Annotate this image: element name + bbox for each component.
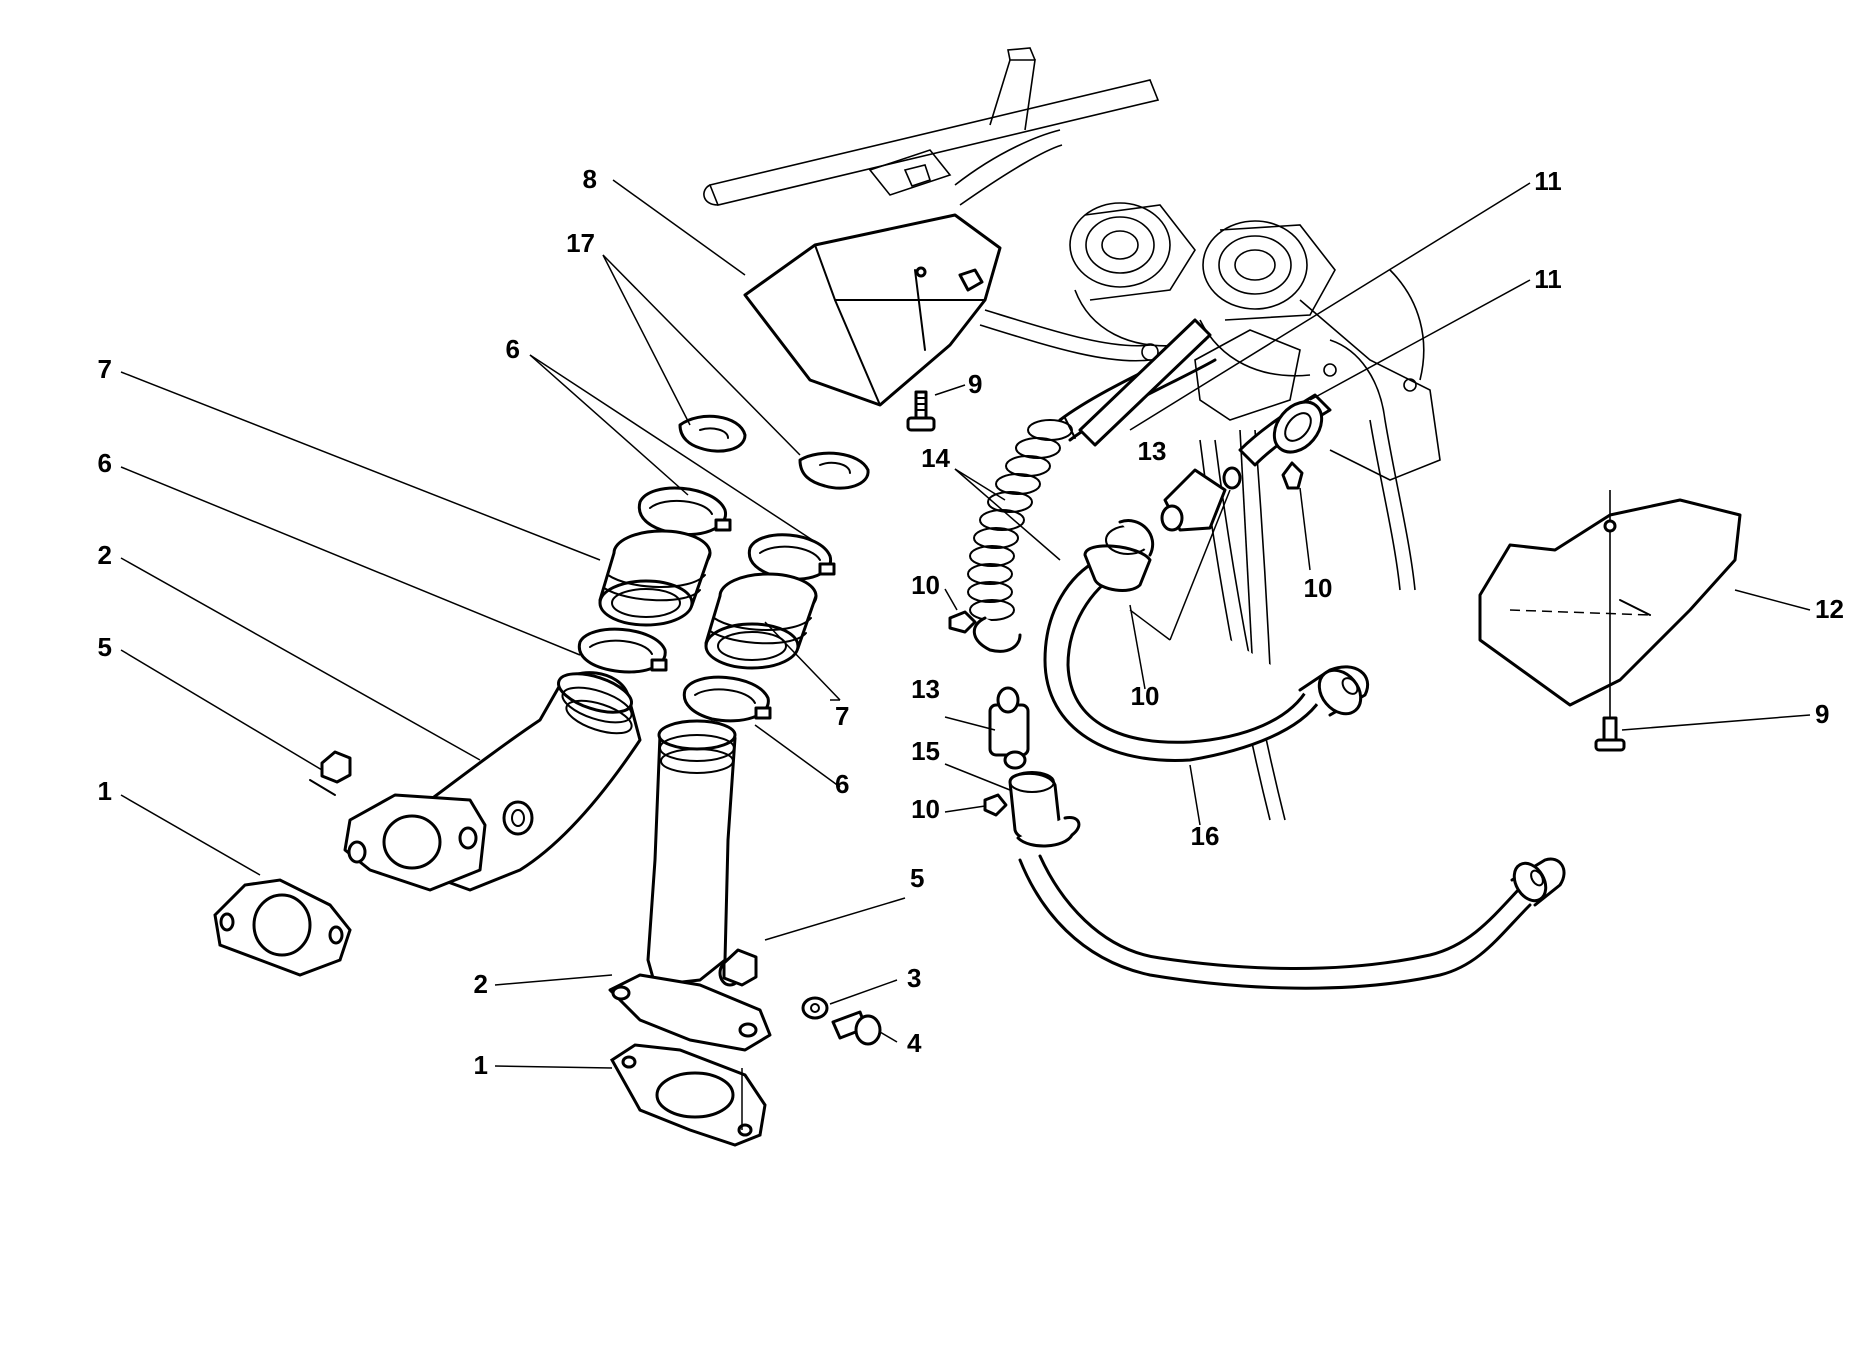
frame-tube xyxy=(703,47,1160,206)
callout-11-second: 11 xyxy=(1534,264,1562,294)
screw-4 xyxy=(831,1010,882,1046)
callout-16: 16 xyxy=(1191,821,1220,851)
washer-3 xyxy=(801,996,829,1020)
side-cover-12 xyxy=(1478,490,1742,720)
screw-lower-right xyxy=(1594,716,1626,752)
callout-2-right: 2 xyxy=(474,969,488,999)
clip-10-b xyxy=(983,793,1008,817)
callout-15: 15 xyxy=(911,736,940,766)
callouts: 8 17 6 7 6 2 5 1 7 6 9 14 10 13 15 10 13… xyxy=(98,164,1844,1080)
nut-5-right xyxy=(722,948,758,987)
filter-13-lower xyxy=(988,686,1030,770)
callout-3: 3 xyxy=(907,963,921,993)
callout-11-top: 11 xyxy=(1534,166,1562,196)
carb-hose-11 xyxy=(1078,318,1332,467)
callout-12: 12 xyxy=(1815,594,1844,624)
manifold-2-left xyxy=(343,671,642,892)
lower-drain-tube xyxy=(1018,854,1566,990)
manifold-2-right xyxy=(608,719,772,1052)
callout-9-right: 9 xyxy=(1815,699,1829,729)
callout-6-right: 6 xyxy=(835,769,849,799)
callout-2-left: 2 xyxy=(98,540,112,570)
callout-17: 17 xyxy=(566,228,595,258)
washer-17b xyxy=(798,451,870,490)
screw-upper xyxy=(906,390,936,432)
upper-cover-bracket xyxy=(743,213,1002,407)
callout-9-upper: 9 xyxy=(968,369,982,399)
sleeve-7-right xyxy=(704,572,818,670)
gasket-1-right xyxy=(610,1043,767,1147)
clamp-6-lower-left xyxy=(577,627,668,674)
callout-10-a: 10 xyxy=(911,570,940,600)
leader-lines xyxy=(120,179,1811,1130)
callout-6-top: 6 xyxy=(506,334,520,364)
clamp-6-upper-right xyxy=(747,533,836,581)
callout-10-c: 10 xyxy=(1131,681,1160,711)
gasket-1-left xyxy=(213,878,352,977)
nut-5-left xyxy=(309,750,352,796)
filter-13-upper xyxy=(1160,466,1242,532)
fitting-15 xyxy=(1008,771,1081,848)
clip-10-d xyxy=(1281,461,1304,490)
callout-1-right: 1 xyxy=(474,1050,488,1080)
callout-1-left: 1 xyxy=(98,776,112,806)
callout-13-lower: 13 xyxy=(911,674,940,704)
washer-17a xyxy=(678,414,747,453)
callout-13-upper: 13 xyxy=(1138,436,1167,466)
callout-5-left: 5 xyxy=(98,632,112,662)
sleeve-7-left xyxy=(598,529,712,627)
hose-16 xyxy=(1043,519,1369,762)
callout-10-b: 10 xyxy=(911,794,940,824)
callout-6-left: 6 xyxy=(98,448,112,478)
callout-4: 4 xyxy=(907,1028,922,1058)
callout-8: 8 xyxy=(583,164,597,194)
clamp-6-upper-left xyxy=(637,486,732,537)
callout-14: 14 xyxy=(921,443,950,473)
callout-5-right: 5 xyxy=(910,863,924,893)
callout-7-left: 7 xyxy=(98,354,112,384)
clip-10-a xyxy=(948,610,977,634)
callout-7-right: 7 xyxy=(835,701,849,731)
clamp-6-lower-right xyxy=(682,675,772,723)
callout-10-d: 10 xyxy=(1304,573,1333,603)
